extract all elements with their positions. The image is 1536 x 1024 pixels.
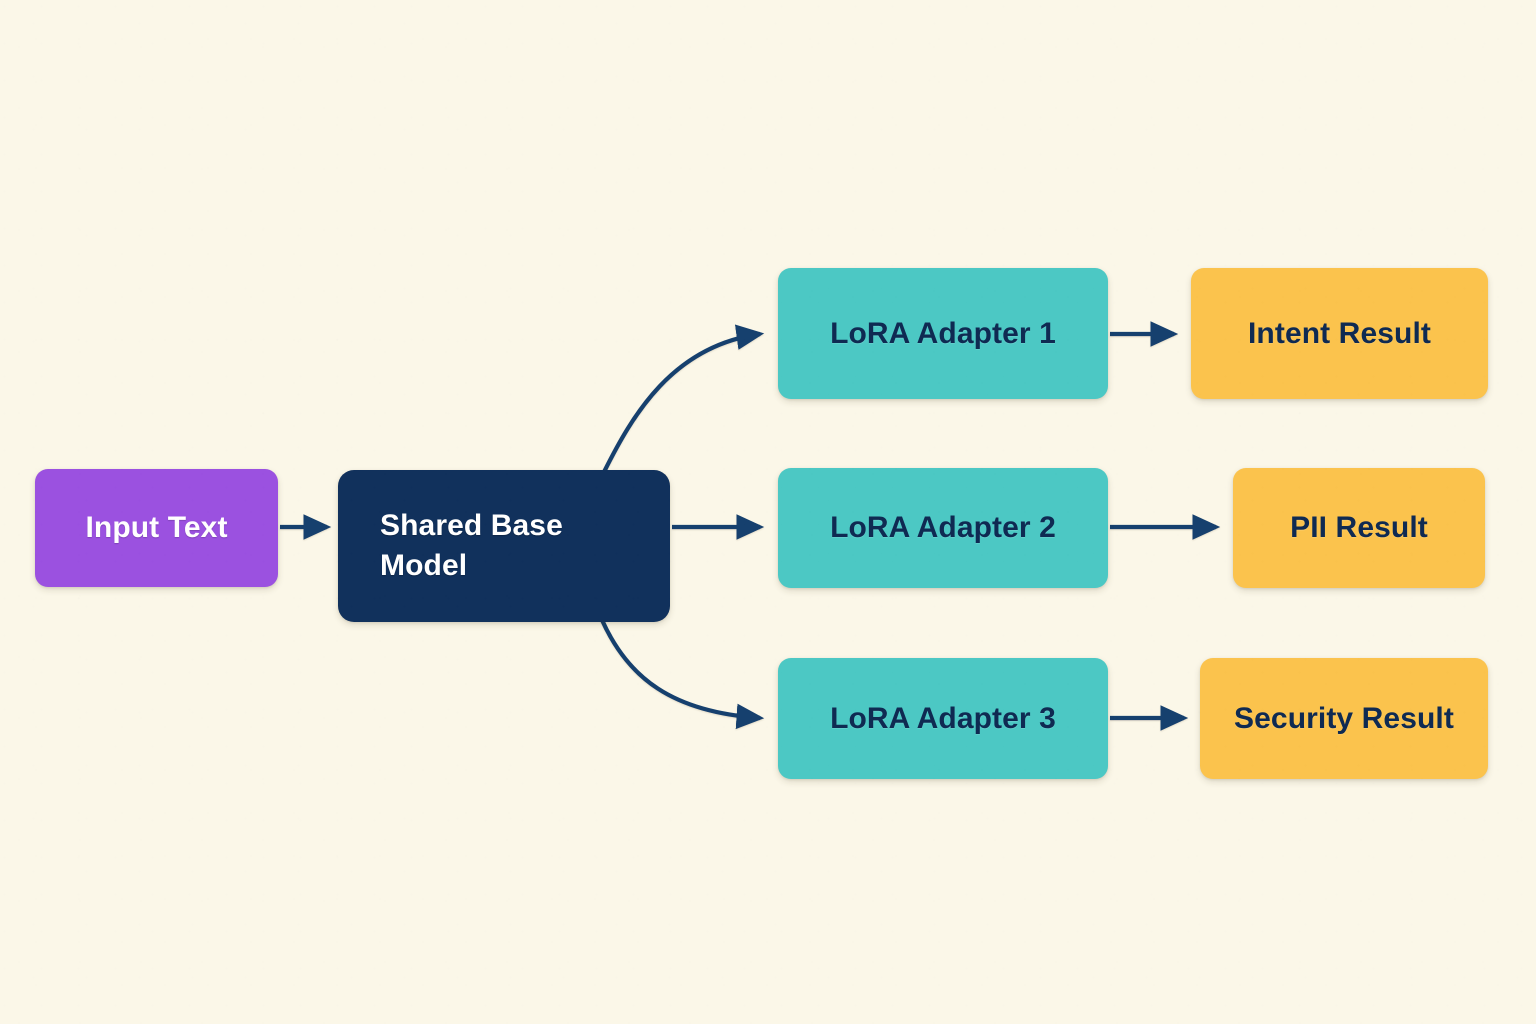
node-intent-result-label: Intent Result: [1248, 316, 1431, 350]
edge-base-to-adapter-3: [600, 619, 765, 730]
node-lora-adapter-2-label: LoRA Adapter 2: [830, 511, 1056, 545]
node-lora-adapter-1-label: LoRA Adapter 1: [830, 316, 1056, 350]
node-pii-result[interactable]: PII Result: [1233, 468, 1485, 588]
edge-base-to-adapter-1: [602, 324, 765, 473]
node-pii-result-label: PII Result: [1290, 511, 1428, 545]
node-shared-base-model-label-line2: Model: [380, 549, 468, 582]
node-security-result[interactable]: Security Result: [1200, 658, 1488, 779]
node-lora-adapter-1[interactable]: LoRA Adapter 1: [778, 268, 1108, 399]
node-intent-result[interactable]: Intent Result: [1191, 268, 1488, 399]
node-lora-adapter-2[interactable]: LoRA Adapter 2: [778, 468, 1108, 588]
node-shared-base-model[interactable]: Shared Base Model: [338, 470, 670, 622]
node-shared-base-model-label-line1: Shared Base: [380, 509, 563, 543]
node-shared-base-model-label: Shared Base Model: [338, 506, 670, 586]
node-lora-adapter-3-label: LoRA Adapter 3: [830, 701, 1056, 735]
node-lora-adapter-3[interactable]: LoRA Adapter 3: [778, 658, 1108, 779]
node-security-result-label: Security Result: [1234, 701, 1454, 735]
node-input-text-label: Input Text: [85, 511, 228, 545]
node-input-text[interactable]: Input Text: [35, 469, 278, 587]
